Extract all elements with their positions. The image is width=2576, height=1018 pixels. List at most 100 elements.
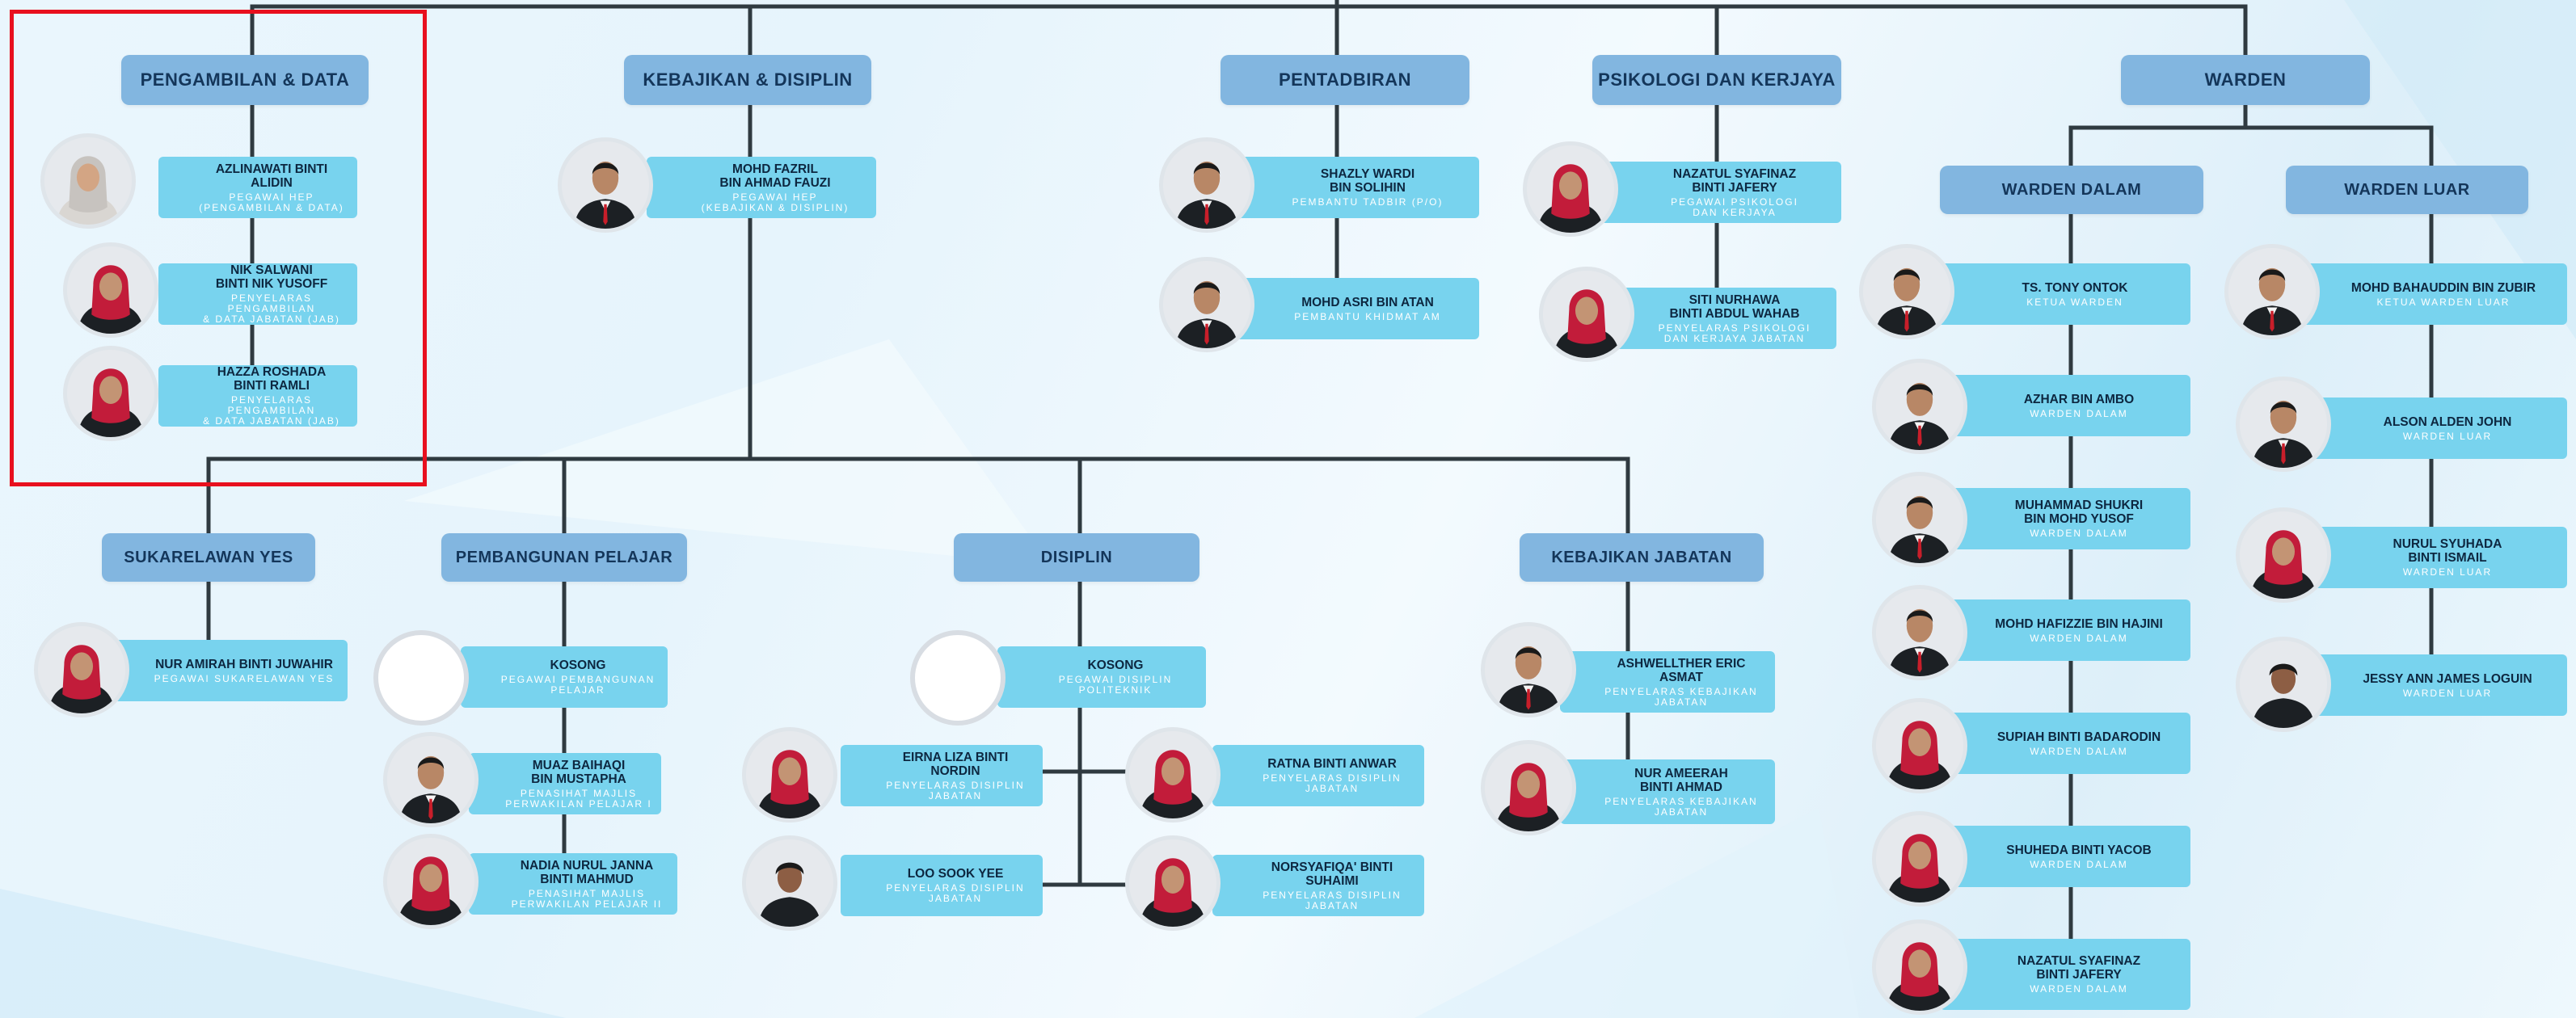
person-name: KOSONG bbox=[1087, 658, 1144, 672]
highlight-box bbox=[10, 10, 427, 486]
person-photo-icon bbox=[1539, 267, 1634, 362]
person-role: PEGAWAI SUKARELAWAN YES bbox=[154, 672, 335, 684]
person-photo-icon bbox=[558, 137, 653, 233]
person-role: PENYELARAS KEBAJIKAN JABATAN bbox=[1604, 685, 1758, 708]
person-photo-icon bbox=[63, 346, 158, 441]
card-mohd-hafizzie: MOHD HAFIZZIE BIN HAJINI WARDEN DALAM bbox=[1940, 599, 2190, 661]
person-photo-icon bbox=[383, 732, 479, 827]
person-photo-icon bbox=[2236, 376, 2331, 472]
header-kebajikan-jabatan: KEBAJIKAN JABATAN bbox=[1520, 533, 1764, 582]
person-name: NIK SALWANI BINTI NIK YUSOFF bbox=[215, 263, 328, 291]
person-name: MOHD BAHAUDDIN BIN ZUBIR bbox=[2350, 280, 2536, 295]
person-role: WARDEN DALAM bbox=[2030, 858, 2128, 870]
person-photo-icon bbox=[2236, 637, 2331, 732]
person-role: WARDEN LUAR bbox=[2402, 430, 2493, 442]
card-nurul-syuhada: NURUL SYUHADA BINTI ISMAIL WARDEN LUAR bbox=[2300, 527, 2567, 588]
person-name: SHAZLY WARDI BIN SOLIHIN bbox=[1320, 167, 1415, 195]
person-role: PENYELARAS DISIPLIN JABATAN bbox=[1263, 772, 1402, 794]
person-role: PEGAWAI PSIKOLOGI DAN KERJAYA bbox=[1671, 196, 1798, 218]
person-photo-icon bbox=[1872, 919, 1967, 1015]
person-name: SITI NURHAWA BINTI ABDUL WAHAB bbox=[1669, 292, 1800, 321]
card-kosong-pembangunan: KOSONG PEGAWAI PEMBANGUNAN PELAJAR bbox=[461, 646, 668, 708]
header-warden-dalam: WARDEN DALAM bbox=[1940, 166, 2203, 214]
card-azlinawati: AZLINAWATI BINTI ALIDIN PEGAWAI HEP (PEN… bbox=[158, 157, 357, 218]
person-role: WARDEN LUAR bbox=[2402, 566, 2493, 578]
card-nazatul-warden: NAZATUL SYAFINAZ BINTI JAFERY WARDEN DAL… bbox=[1940, 939, 2190, 1010]
person-name: JESSY ANN JAMES LOGUIN bbox=[2363, 671, 2532, 686]
person-role: PENYELARAS PENGAMBILAN & DATA JABATAN (J… bbox=[203, 292, 340, 325]
person-role: PEMBANTU TADBIR (P/O) bbox=[1292, 196, 1444, 208]
person-role: KETUA WARDEN bbox=[2026, 296, 2123, 308]
person-role: PENYELARAS KEBAJIKAN JABATAN bbox=[1604, 795, 1758, 818]
card-alson: ALSON ALDEN JOHN WARDEN LUAR bbox=[2300, 398, 2567, 459]
person-photo-icon bbox=[742, 835, 837, 931]
person-photo-icon bbox=[2236, 507, 2331, 603]
header-disiplin: DISIPLIN bbox=[954, 533, 1199, 582]
person-name: EIRNA LIZA BINTI NORDIN bbox=[902, 750, 1009, 778]
card-shuheda: SHUHEDA BINTI YACOB WARDEN DALAM bbox=[1940, 826, 2190, 887]
card-eirna-liza: EIRNA LIZA BINTI NORDIN PENYELARAS DISIP… bbox=[841, 745, 1043, 806]
person-name: TS. TONY ONTOK bbox=[2022, 280, 2128, 295]
header-pentadbiran: PENTADBIRAN bbox=[1221, 55, 1469, 105]
person-role: PENYELARAS PSIKOLOGI DAN KERJAYA JABATAN bbox=[1658, 322, 1811, 344]
person-photo-icon bbox=[1872, 359, 1967, 454]
card-hazza: HAZZA ROSHADA BINTI RAMLI PENYELARAS PEN… bbox=[158, 365, 357, 427]
person-name: ALSON ALDEN JOHN bbox=[2383, 414, 2512, 429]
card-kosong-disiplin: KOSONG PEGAWAI DISIPLIN POLITEKNIK bbox=[997, 646, 1206, 708]
header-sukarelawan-yes: SUKARELAWAN YES bbox=[102, 533, 315, 582]
empty-photo-placeholder bbox=[373, 630, 469, 726]
person-name: SHUHEDA BINTI YACOB bbox=[2006, 843, 2152, 857]
person-photo-icon bbox=[383, 834, 479, 929]
person-role: WARDEN DALAM bbox=[2030, 745, 2128, 757]
card-muhammad-shukri: MUHAMMAD SHUKRI BIN MOHD YUSOF WARDEN DA… bbox=[1940, 488, 2190, 549]
header-warden-luar: WARDEN LUAR bbox=[2286, 166, 2528, 214]
person-name: MOHD HAFIZZIE BIN HAJINI bbox=[1995, 616, 2163, 631]
person-role: WARDEN DALAM bbox=[2030, 983, 2128, 995]
person-photo-icon bbox=[63, 242, 158, 338]
person-name: AZHAR BIN AMBO bbox=[2023, 392, 2135, 406]
person-name: NADIA NURUL JANNA BINTI MAHMUD bbox=[520, 858, 654, 886]
person-photo-icon bbox=[1125, 835, 1221, 931]
person-name: ASHWELLTHER ERIC ASMAT bbox=[1617, 656, 1746, 684]
person-photo-icon bbox=[1872, 811, 1967, 907]
card-azhar: AZHAR BIN AMBO WARDEN DALAM bbox=[1940, 375, 2190, 436]
person-role: PENYELARAS DISIPLIN JABATAN bbox=[886, 882, 1025, 904]
person-name: NORSYAFIQA' BINTI SUHAIMI bbox=[1271, 860, 1393, 888]
card-ratna: RATNA BINTI ANWAR PENYELARAS DISIPLIN JA… bbox=[1212, 745, 1424, 806]
card-jessy-ann: JESSY ANN JAMES LOGUIN WARDEN LUAR bbox=[2300, 654, 2567, 716]
person-name: AZLINAWATI BINTI ALIDIN bbox=[215, 162, 328, 190]
card-mohd-fazril: MOHD FAZRIL BIN AHMAD FAUZI PEGAWAI HEP … bbox=[647, 157, 876, 218]
card-siti-nurhawa: SITI NURHAWA BINTI ABDUL WAHAB PENYELARA… bbox=[1605, 288, 1836, 349]
person-photo-icon bbox=[1125, 727, 1221, 822]
person-role: KETUA WARDEN LUAR bbox=[2376, 296, 2511, 308]
person-name: MOHD ASRI BIN ATAN bbox=[1301, 295, 1434, 309]
card-nur-ameerah: NUR AMEERAH BINTI AHMAD PENYELARAS KEBAJ… bbox=[1560, 759, 1775, 824]
person-role: WARDEN LUAR bbox=[2402, 687, 2493, 699]
person-name: NUR AMEERAH BINTI AHMAD bbox=[1634, 766, 1728, 794]
person-role: PENASIHAT MAJLIS PERWAKILAN PELAJAR I bbox=[505, 787, 652, 810]
card-tony-ontok: TS. TONY ONTOK KETUA WARDEN bbox=[1932, 263, 2190, 325]
header-warden: WARDEN bbox=[2121, 55, 2370, 105]
card-nur-amirah: NUR AMIRAH BINTI JUWAHIR PEGAWAI SUKAREL… bbox=[113, 640, 348, 701]
person-photo-icon bbox=[1481, 740, 1576, 835]
person-name: KOSONG bbox=[550, 658, 606, 672]
person-role: PENYELARAS DISIPLIN JABATAN bbox=[1263, 889, 1402, 911]
card-muaz: MUAZ BAIHAQI BIN MUSTAPHA PENASIHAT MAJL… bbox=[469, 753, 661, 814]
person-photo-icon bbox=[1159, 257, 1254, 352]
person-role: WARDEN DALAM bbox=[2030, 632, 2128, 644]
card-ashwellther: ASHWELLTHER ERIC ASMAT PENYELARAS KEBAJI… bbox=[1560, 651, 1775, 713]
person-role: PEGAWAI PEMBANGUNAN PELAJAR bbox=[500, 674, 656, 696]
card-loo-sook-yee: LOO SOOK YEE PENYELARAS DISIPLIN JABATAN bbox=[841, 855, 1043, 916]
person-role: WARDEN DALAM bbox=[2030, 407, 2128, 419]
person-role: PEGAWAI HEP (KEBAJIKAN & DISIPLIN) bbox=[701, 191, 850, 213]
person-role: WARDEN DALAM bbox=[2030, 528, 2128, 539]
header-pengambilan-data: PENGAMBILAN & DATA bbox=[121, 55, 369, 105]
card-nadia: NADIA NURUL JANNA BINTI MAHMUD PENASIHAT… bbox=[469, 853, 677, 915]
person-role: PENYELARAS DISIPLIN JABATAN bbox=[886, 779, 1025, 801]
person-name: MUHAMMAD SHUKRI BIN MOHD YUSOF bbox=[2014, 498, 2144, 526]
person-photo-icon bbox=[742, 727, 837, 822]
person-photo-icon bbox=[1872, 585, 1967, 680]
card-nik-salwani: NIK SALWANI BINTI NIK YUSOFF PENYELARAS … bbox=[158, 263, 357, 325]
person-name: NURUL SYUHADA BINTI ISMAIL bbox=[2393, 537, 2502, 565]
